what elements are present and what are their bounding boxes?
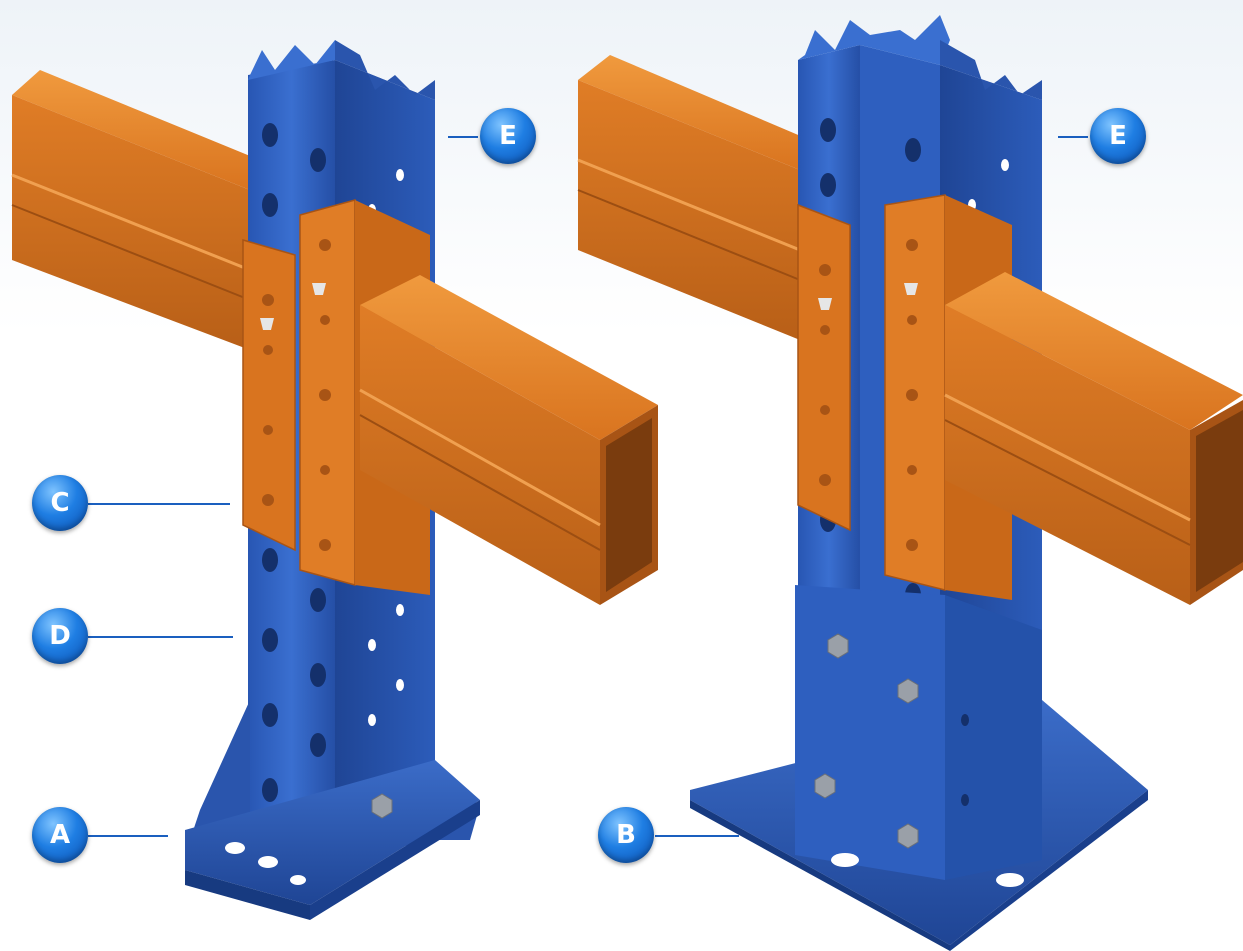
left-assembly [11, 40, 658, 920]
leader-line-c [88, 503, 230, 505]
callout-d: D [32, 608, 88, 664]
right-connectors [797, 194, 1012, 600]
right-front-beam [944, 272, 1243, 605]
left-upright-side-holes [368, 169, 404, 726]
leader-line-d [88, 636, 233, 638]
left-front-beam [359, 275, 658, 605]
right-rear-beam [577, 55, 810, 340]
callout-a: A [32, 807, 88, 863]
right-assembly [577, 15, 1243, 951]
right-base-plate [690, 585, 1148, 951]
callout-b: B [598, 807, 654, 863]
leader-line-b [655, 835, 739, 837]
leader-line-e-left [448, 136, 478, 138]
callout-e-right: E [1090, 108, 1146, 164]
left-base-plate [185, 700, 480, 920]
leader-line-e-right [1058, 136, 1088, 138]
callout-e-left: E [480, 108, 536, 164]
left-rear-beam [11, 70, 260, 350]
callout-c: C [32, 475, 88, 531]
left-upright-holes [262, 123, 326, 802]
leader-line-a [88, 835, 168, 837]
